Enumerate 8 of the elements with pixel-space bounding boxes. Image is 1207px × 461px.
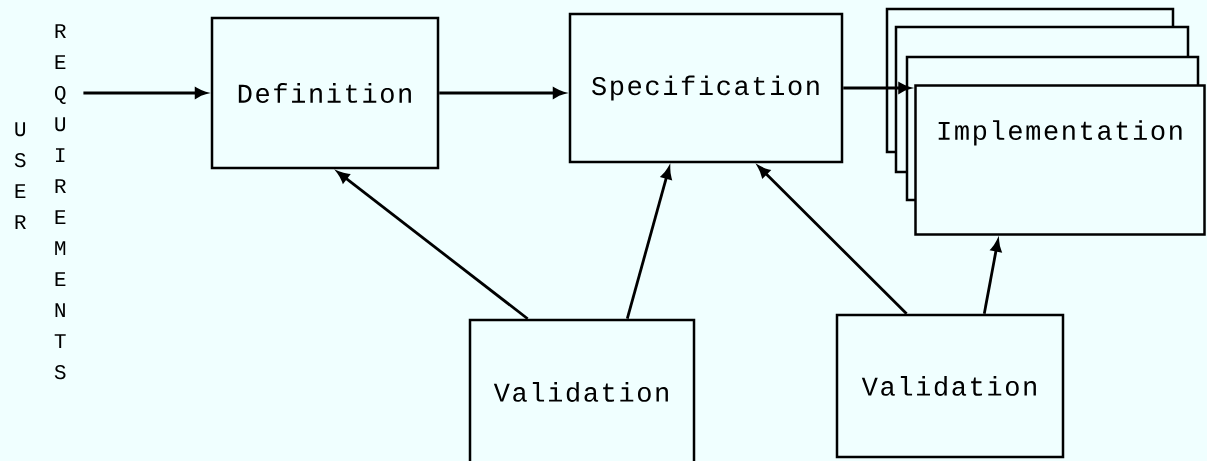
process-box: Specification [568, 12, 844, 164]
stacked-boxes: Implementation [885, 7, 1206, 236]
process-box: Validation [835, 313, 1065, 459]
vertical-label: USER REQUIREMENTS [14, 24, 66, 380]
process-box: Definition [210, 16, 440, 170]
arrow [757, 165, 908, 315]
arrow [843, 82, 911, 94]
process-box: Validation [468, 318, 696, 461]
